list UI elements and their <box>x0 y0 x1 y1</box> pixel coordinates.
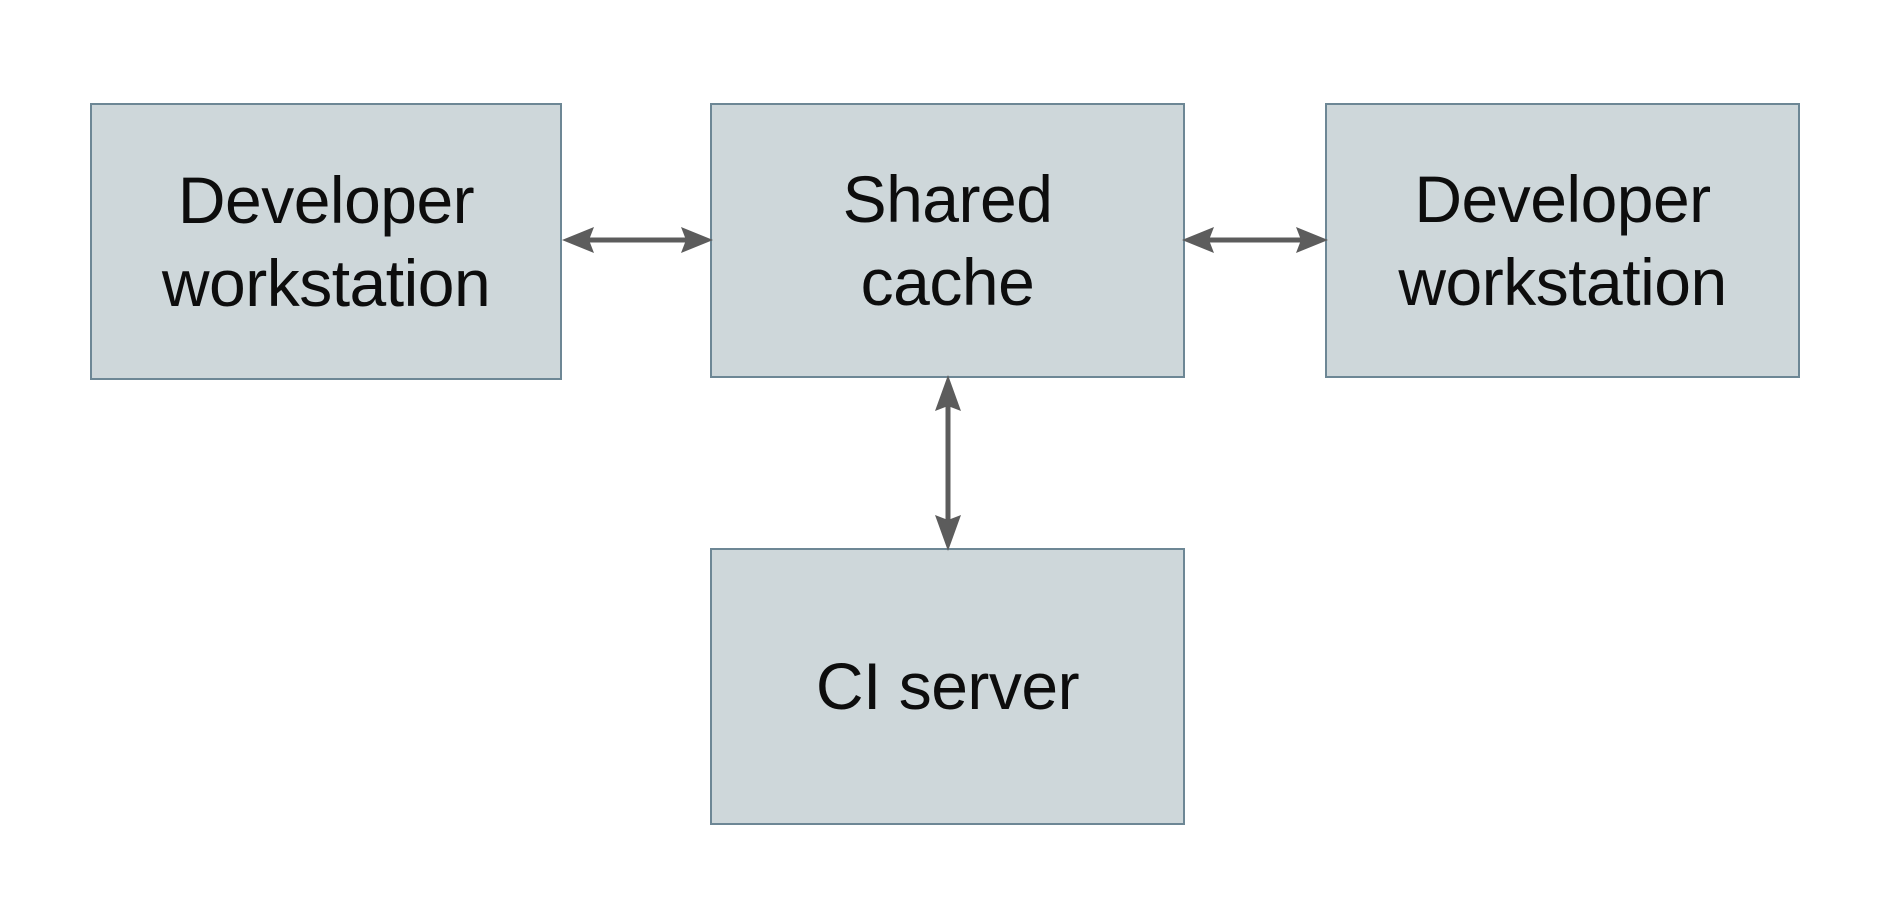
edge-shared-cache-to-developer-workstation-right <box>1182 227 1328 253</box>
edge-developer-workstation-left-to-shared-cache <box>562 227 713 253</box>
node-developer-workstation-right[interactable]: Developer workstation <box>1325 103 1800 378</box>
node-label: Shared cache <box>842 162 1053 319</box>
node-shared-cache[interactable]: Shared cache <box>710 103 1185 378</box>
node-developer-workstation-left[interactable]: Developer workstation <box>90 103 562 380</box>
node-label: Developer workstation <box>161 163 491 320</box>
node-ci-server[interactable]: CI server <box>710 548 1185 825</box>
node-label: CI server <box>815 649 1080 724</box>
node-label: Developer workstation <box>1398 162 1727 319</box>
edge-shared-cache-to-ci-server <box>935 375 961 551</box>
